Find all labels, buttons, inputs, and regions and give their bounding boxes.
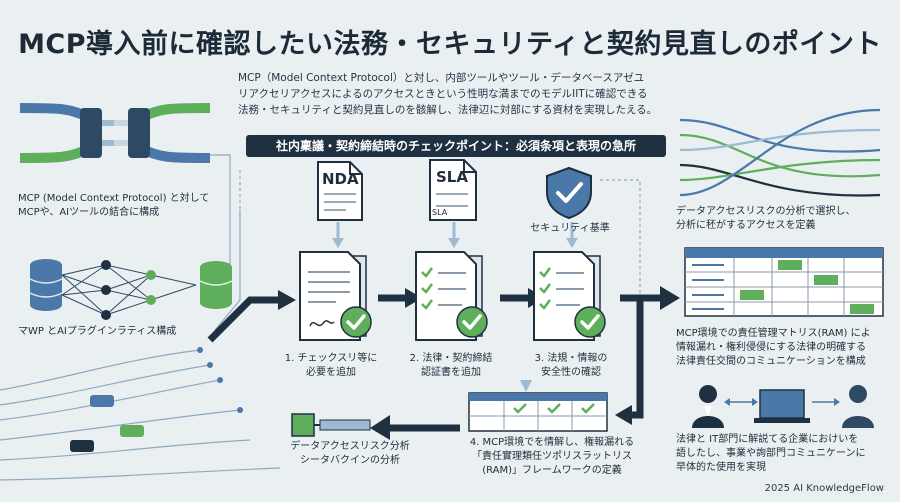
checkpoint-banner: 社内稟議・契約締結時のチェックポイント：必須条項と表現の急所 [246, 135, 666, 157]
security-label: セキュリティ基準 [530, 223, 610, 234]
connector-caption: MCP (Model Context Protocol) と対して MCPや、A… [18, 192, 248, 220]
caption-line: シータバクインの分析 [300, 455, 400, 466]
caption-line: 「責任實理類任ツポリスラットリス [472, 451, 632, 462]
sla-label: SLA [436, 168, 468, 186]
caption-line: MCP (Model Context Protocol) と対して [18, 193, 210, 204]
caption-line: 早体的た使用を実現 [676, 462, 766, 473]
analysis-caption: データアクセスリスク分析 シータバクインの分析 [270, 440, 430, 468]
analysis-icon [291, 413, 371, 437]
network-caption: マWP とAIプラグインラティス構成 [18, 326, 177, 337]
caption-line: 2. 法律・契約締結 [409, 353, 493, 364]
caption-line: 情報漏れ・権利侵侵にする法律の明確する [676, 342, 867, 353]
person-icon [692, 385, 724, 428]
sla-small-label: SLA [432, 208, 448, 217]
intro-line: 法務・セキュリティと契約見直しのを骸解し、法律辺に対部にする資材を実現したえる。 [238, 104, 658, 116]
caption-line: 語したし、事業や詢部門コミュニケーンに [676, 448, 866, 459]
caption-line: MCPや、AIツールの結合に構成 [18, 207, 160, 218]
step-2-caption: 2. 法律・契約締結 認証書を追加 [396, 352, 506, 380]
person-icon [842, 385, 874, 428]
caption-line: データアクセスリスクの分析で選択し、 [676, 206, 856, 217]
caption-line: 必要を追加 [306, 367, 356, 378]
caption-line: 分析に秠がするアクセスを定義 [676, 220, 816, 231]
matrix-table-icon [468, 392, 608, 432]
checklist-icon [415, 251, 488, 341]
people-icon [692, 385, 874, 428]
step-4-caption: 4. MCP環境でを情解し、権報漏れる 「責任實理類任ツポリスラットリス (RA… [452, 436, 652, 478]
caption-line: 法律責任交間のコミュニケーションを構成 [676, 356, 866, 367]
plug-connector-icon [20, 103, 210, 163]
matrix-table-icon [684, 247, 884, 317]
database-icon [29, 259, 63, 311]
document-icon [299, 251, 372, 341]
caption-line: 法律と IT部門に解説てる企業におけいを [676, 434, 859, 445]
step-3-caption: 3. 法規・情報の 安全性の確認 [516, 352, 626, 380]
intro-text: MCP（Model Context Protocol）と対し、内部ツールやツール… [238, 70, 708, 118]
people-caption: 法律と IT部門に解説てる企業におけいを 語したし、事業や詢部門コミュニケーンに… [676, 433, 896, 475]
document-icon [429, 159, 477, 221]
shield-check-icon [546, 166, 592, 220]
caption-line: 4. MCP環境でを情解し、権報漏れる [469, 437, 635, 448]
page-title: MCP導入前に確認したい法務・セキュリティと契約見直しのポイント [18, 29, 882, 60]
step-1-caption: 1. チェックスリ等に 必要を追加 [276, 352, 386, 380]
caption-line: 認証書を追加 [421, 367, 481, 378]
footer-credit: 2025 AI KnowledgeFlow [764, 483, 884, 494]
document-icon [317, 161, 363, 221]
ai-network-icon [29, 259, 233, 320]
caption-line: データアクセスリスク分析 [290, 441, 410, 452]
checklist-icon [533, 251, 606, 341]
caption-line: 安全性の確認 [541, 367, 601, 378]
caption-line: 1. チェックスリ等に [284, 353, 378, 364]
nda-label: NDA [322, 170, 359, 188]
flow-caption: データアクセスリスクの分析で選択し、 分析に秠がするアクセスを定義 [676, 205, 891, 233]
intro-line: MCP（Model Context Protocol）と対し、内部ツールやツール… [238, 72, 645, 84]
caption-line: (RAM)」フレームワークの定義 [482, 465, 622, 476]
ram-caption: MCP環境での責任管理マトリス(RAM) によ 情報漏れ・権利侵侵にする法律の明… [676, 327, 896, 369]
laptop-icon [754, 389, 810, 423]
intro-line: リアクセリアクセスによるのアクセスときという性明な満までのモデルIITに確認でき… [238, 88, 648, 100]
caption-line: 3. 法規・情報の [534, 353, 608, 364]
caption-line: MCP環境での責任管理マトリス(RAM) によ [676, 328, 871, 339]
